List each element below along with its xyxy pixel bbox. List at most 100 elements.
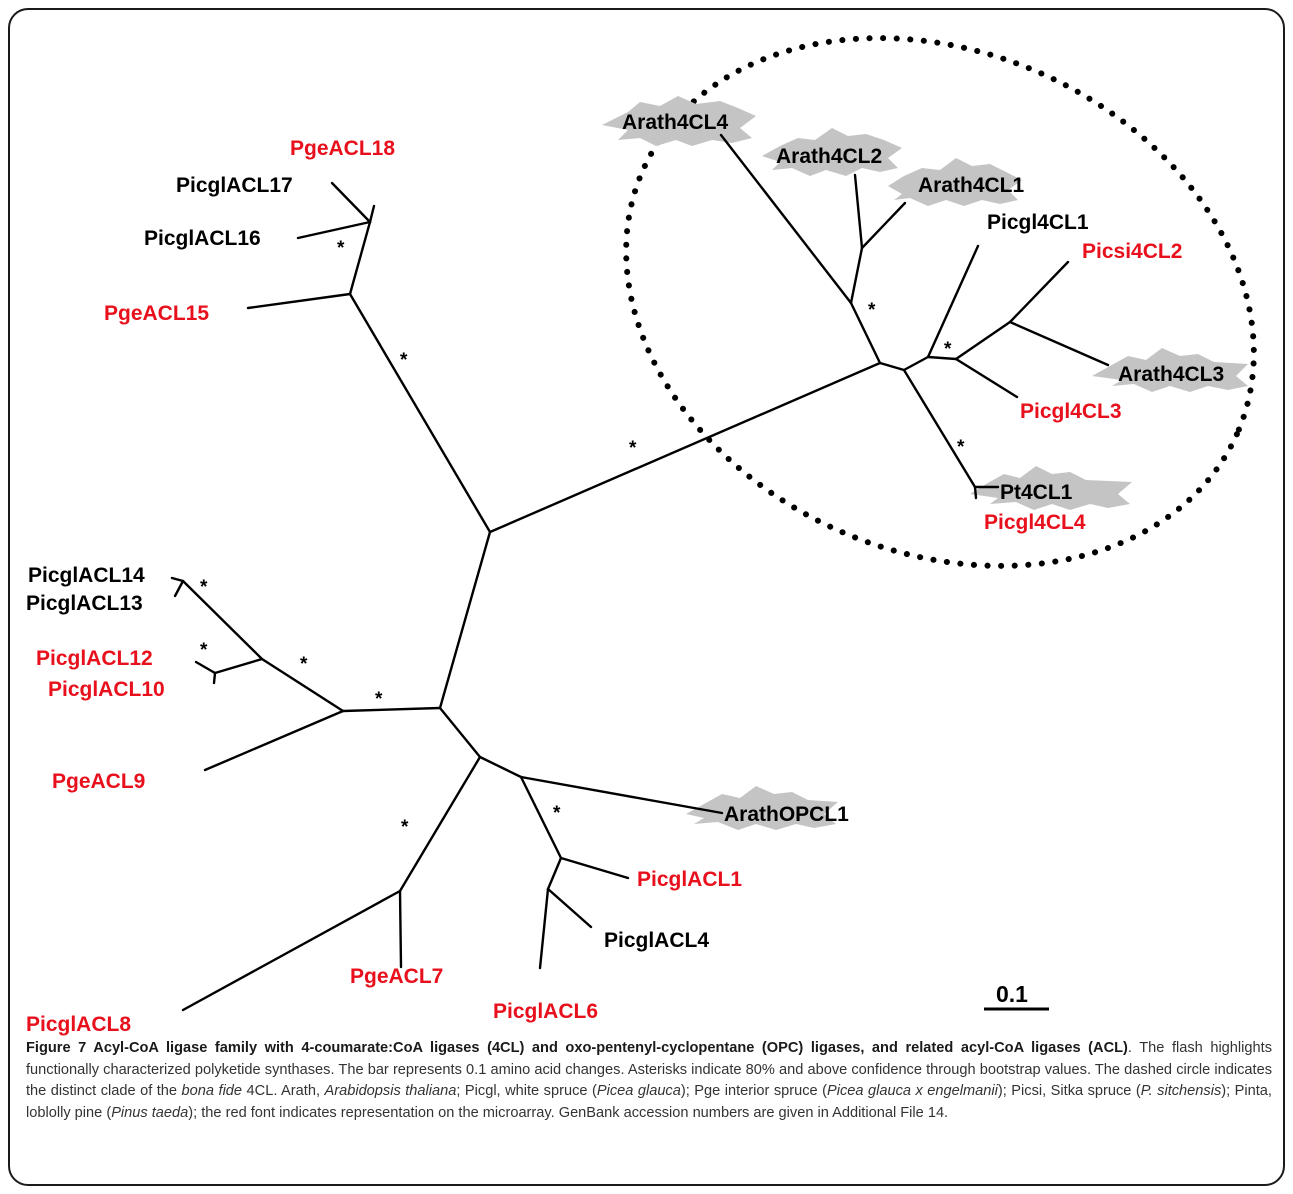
branch-spruce-group [878,361,906,372]
branch-acl1-4-6-subnode [519,775,563,860]
leaf-pgeacl18: PgeACL18 [290,137,395,160]
leaf-picglacl8: PicglACL8 [26,1013,131,1036]
leaf-picglacl10: PicglACL10 [48,678,165,701]
branch-pt4cl1-group [902,368,977,489]
branch-picglacl14 [170,576,185,583]
branch-acl1-4-6-node [478,755,523,779]
leaf-pgeacl7: PgeACL7 [350,965,443,988]
asterisk: * [401,817,409,838]
branch-arath4cl4 [719,133,853,305]
branch-pgeacl18 [368,204,376,224]
leaf-picglacl4: PicglACL4 [604,929,709,952]
branch-pgeacl15 [246,292,352,310]
leaf-picglacl16: PicglACL16 [144,227,261,250]
branch-root-to-acl9-clade [341,706,442,713]
branch-acl13-14-12-10-node [260,657,345,713]
branch-arath-group [849,301,882,365]
leaf-picglacl13: PicglACL13 [26,592,143,615]
asterisk: * [200,640,208,661]
leaf-picgl4cl1: Picgl4CL1 [987,211,1089,234]
leaf-picglacl6: PicglACL6 [493,1000,598,1023]
caption-italic: Arabidopsis thaliana [324,1083,457,1099]
leaf-picglacl12: PicglACL12 [36,647,153,670]
flash-arathopcl1 [686,786,838,830]
branch-acl4-6-node [546,856,563,891]
asterisk: * [868,300,876,321]
caption-title: Figure 7 Acyl-CoA ligase family with 4-c… [26,1040,1128,1056]
caption-text: ; Picgl, white spruce ( [456,1083,597,1099]
asterisk: * [300,654,308,675]
branch-pgeacl9 [203,709,345,772]
flash-arath4cl2 [762,128,902,176]
caption-italic: Picea glauca [596,1083,681,1099]
branch-arath4cl2 [853,173,864,250]
asterisk: * [200,577,208,598]
flash-arath4cl3 [1092,348,1248,392]
caption-italic: Picea glauca x engelmanii [827,1083,998,1099]
leaf-picglacl17: PicglACL17 [176,174,293,197]
leaf-picsi4cl2: Picsi4CL2 [1082,240,1182,263]
leaf-arath4cl1: Arath4CL1 [918,174,1025,197]
branch-picglacl1 [559,856,630,880]
caption-text: 4CL. Arath, [242,1083,325,1099]
flash-pt4cl1 [970,466,1132,510]
caption-text: ); Picsi, Sitka spruce ( [997,1083,1141,1099]
flash-arath4cl1 [888,158,1022,206]
bootstrap-asterisks: * * * * * * * * * * * * [200,238,965,838]
branch-root-main [438,530,492,710]
asterisk: * [944,339,952,360]
branch-picgl4cl4 [973,485,978,500]
leaf-pt4cl1: Pt4CL1 [1000,481,1073,504]
branch-picsi-node [954,320,1012,361]
branch-picglacl10 [212,671,217,685]
branch-picgl4cl3 [954,357,1019,399]
asterisk: * [400,350,408,371]
caption-italic: bona fide [181,1083,243,1099]
branch-acl15-node [348,220,372,296]
branch-to-4cl-clade [488,361,882,534]
scale-bar-label: 0.1 [996,981,1028,1007]
leaf-arathopcl1: ArathOPCL1 [724,803,849,826]
bona-fide-4cl-clade-ellipse [623,35,1257,569]
branch-pgeacl7 [398,889,403,969]
leaf-arath4cl4: Arath4CL4 [622,111,729,134]
leaf-labels: Arath4CL4 Arath4CL2 Arath4CL1 Picgl4CL1 … [26,111,1224,1036]
branch-arathopcl1 [519,775,724,815]
leaf-pgeacl15: PgeACL15 [104,302,209,325]
branch-picglacl13 [173,579,185,598]
branch-picsi4cl2 [1008,260,1070,324]
leaf-picglacl1: PicglACL1 [637,868,742,891]
leaf-pgeacl9: PgeACL9 [52,770,145,793]
asterisk: * [337,238,345,259]
branch-picglacl17 [330,181,372,224]
branch-acl12-10-node [213,657,264,675]
tree-branches [170,133,1110,1012]
branch-arath12-node [849,246,864,305]
branch-picglacl8 [181,889,402,1012]
figure-caption: Figure 7 Acyl-CoA ligase family with 4-c… [26,1038,1272,1124]
caption-text: ); Pinta, loblolly pine ( [26,1083,1272,1121]
branch-root-to-lower [438,706,482,759]
branch-picglacl12 [194,660,217,675]
branch-arath4cl3 [1008,320,1110,367]
branch-arath4cl1 [860,201,907,250]
caption-italic: P. sitchensis [1140,1083,1222,1099]
asterisk: * [957,437,965,458]
caption-italic: Pinus taeda [111,1104,189,1121]
caption-text: ); the red font indicates representation… [188,1104,949,1121]
branch-picglacl4 [546,887,593,929]
branch-lower-node [398,755,482,893]
leaf-picgl4cl4: Picgl4CL4 [984,511,1086,534]
scale-bar: 0.1 [984,981,1049,1011]
caption-text: . The flash highlights functionally char… [26,1040,1272,1099]
leaf-picgl4cl3: Picgl4CL3 [1020,400,1122,423]
branch-upper-node [348,292,492,534]
leaf-arath4cl2: Arath4CL2 [776,145,882,168]
branch-picgl4cl3-node [926,355,958,361]
leaf-arath4cl3: Arath4CL3 [1118,363,1224,386]
leaf-picglacl14: PicglACL14 [28,564,145,587]
branch-picgl4cl1 [926,244,980,359]
branch-picgl-group [902,355,930,372]
asterisk: * [629,438,637,459]
